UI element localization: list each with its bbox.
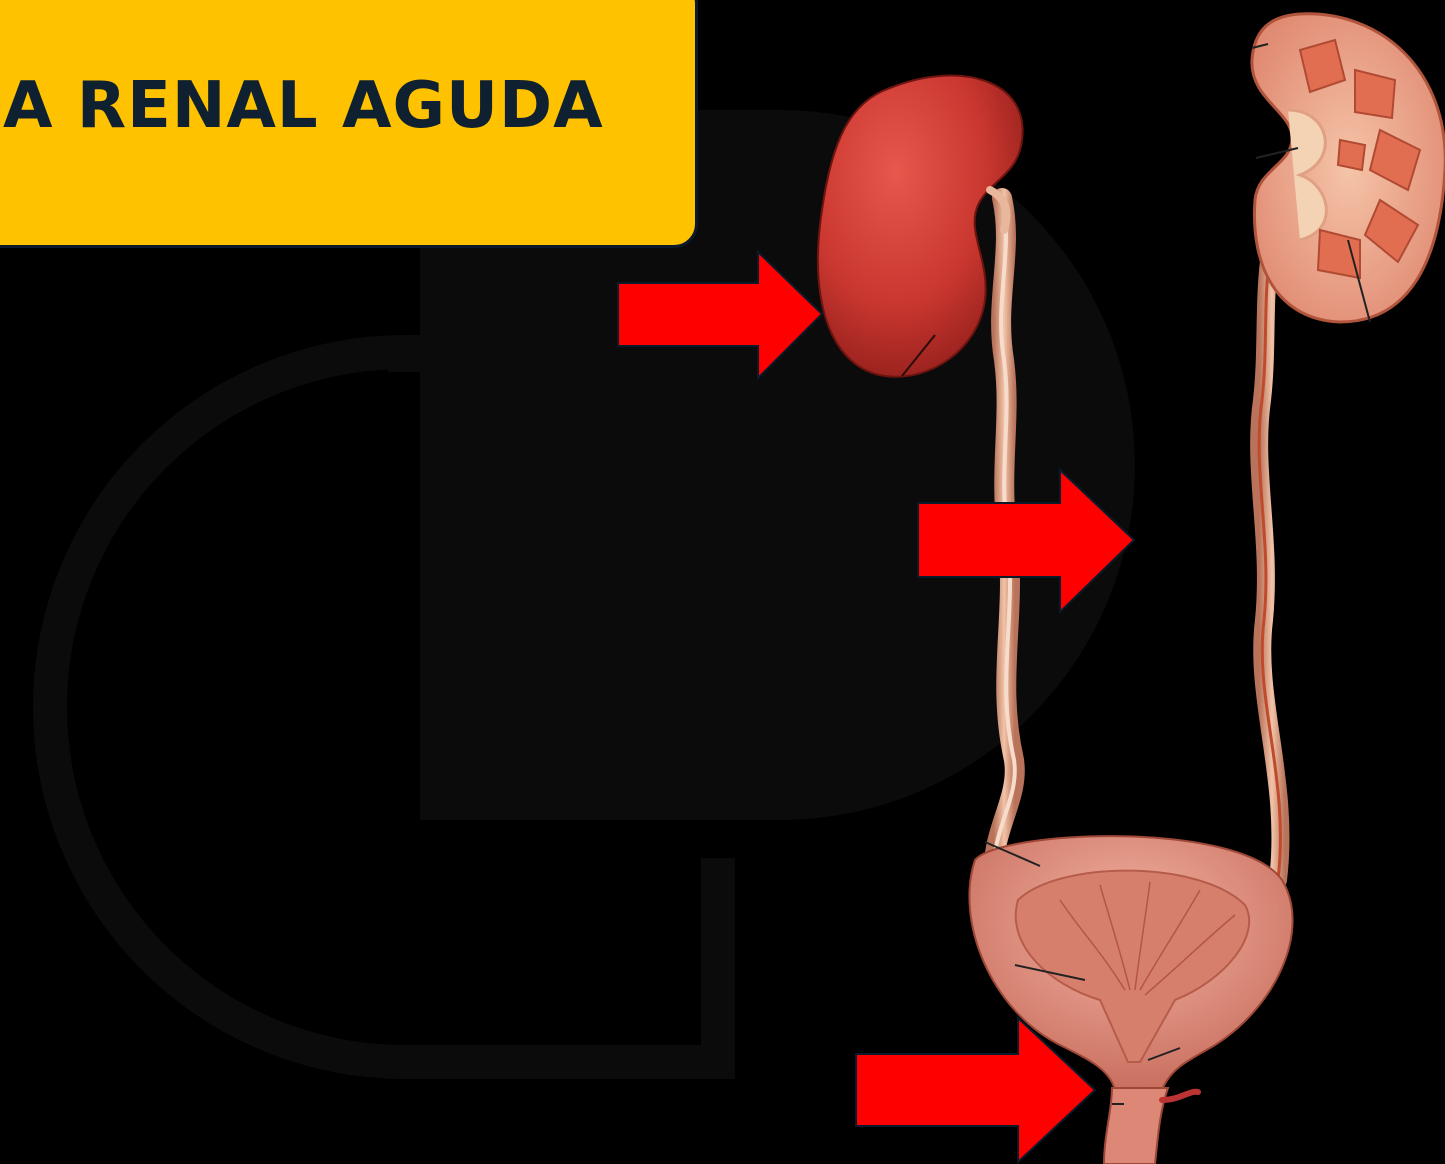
urethra — [1104, 1088, 1198, 1164]
right-ureter — [1259, 200, 1285, 880]
kidney-section — [1252, 14, 1445, 322]
page-title: A RENAL AGUDA — [3, 69, 604, 143]
title-banner: A RENAL AGUDA — [0, 0, 698, 248]
